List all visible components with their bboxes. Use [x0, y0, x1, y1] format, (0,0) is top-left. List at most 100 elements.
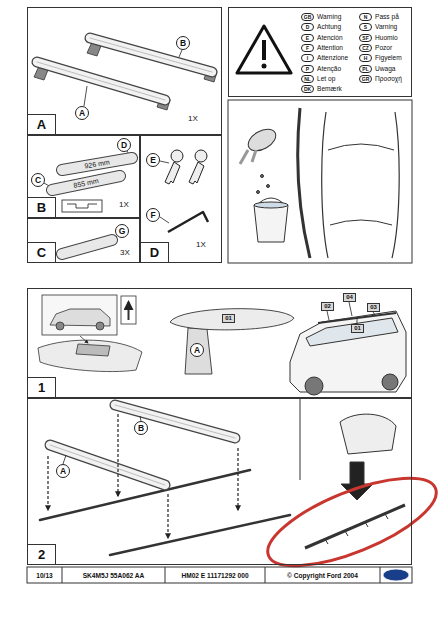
fixing-strip [52, 158, 132, 254]
callout-circle: E [146, 153, 160, 167]
warning-triangle [237, 26, 291, 73]
sticker-card [56, 322, 64, 330]
footer-cell: © Copyright Ford 2004 [287, 571, 358, 580]
callout-letter: D [121, 140, 127, 150]
cleaning-illustration [254, 202, 288, 208]
strip-profile [62, 200, 102, 212]
warning-word: Huomio [375, 33, 398, 43]
callout-circle: B [134, 421, 148, 435]
roof-bar [50, 405, 235, 485]
key [165, 150, 207, 184]
callout-letter: F [150, 210, 155, 220]
language-code: N [359, 13, 372, 21]
panel-letter: C [28, 242, 56, 262]
leader-line [44, 50, 182, 240]
car [305, 377, 323, 395]
instruction-panel: 101A02040301 [27, 288, 412, 398]
position-number: 01 [354, 325, 361, 332]
callout-circle: A [75, 106, 89, 120]
callout-circle: A [190, 343, 204, 357]
callout-circle: A [56, 464, 70, 478]
detail-inset [300, 399, 301, 480]
warning-word: Atención [317, 33, 343, 43]
warning-word: Attention [317, 43, 343, 53]
sticker-card [38, 295, 142, 372]
language-code: S [359, 23, 372, 31]
warning-word: Varning [375, 22, 397, 32]
warning-triangle [262, 64, 267, 69]
detail-inset [341, 462, 373, 500]
language-code: D [301, 23, 314, 31]
warning-word: Let op [317, 74, 335, 84]
sticker-card [121, 296, 136, 324]
sticker-card [42, 295, 117, 335]
language-code: NL [301, 75, 314, 83]
key [165, 162, 180, 184]
sticker-card [76, 344, 110, 356]
roof-bar-end [170, 309, 294, 330]
quantity-label: 3X [120, 248, 130, 258]
position-number: 02 [324, 303, 331, 310]
roof-bar [37, 38, 212, 100]
warning-word: Pozor [375, 43, 392, 53]
quantity-label: 1X [188, 114, 198, 124]
footer-table [62, 567, 380, 583]
warning-word: Bemærk [317, 84, 342, 94]
instruction-panel: C 3X G [27, 218, 140, 263]
leader-line [44, 50, 182, 240]
callout-letter: A [60, 466, 66, 476]
fixing-strip [52, 158, 132, 254]
language-code: CZ [359, 44, 372, 52]
roof-bar-end [170, 309, 294, 374]
callout-letter: C [35, 175, 41, 185]
strip-profile [62, 200, 102, 212]
position-number: 01 [225, 315, 232, 322]
sticker-card [38, 340, 142, 371]
position-number-box: 03 [367, 303, 380, 312]
cleaning-illustration [240, 150, 256, 164]
panel-letter: D [141, 242, 169, 262]
cleaning-illustration [254, 205, 288, 242]
fixing-strip [52, 158, 132, 254]
footer-table [27, 567, 412, 583]
fitting-arrow [237, 448, 238, 510]
callout-letter: E [150, 155, 156, 165]
cleaning-illustration [228, 100, 412, 263]
fitting-arrow [167, 494, 168, 538]
detail-inset [305, 505, 405, 548]
panel-letter: B [28, 197, 56, 217]
footer-cell: HM02 E 11171292 000 [181, 571, 248, 580]
detail-inset [300, 399, 405, 548]
warning-triangle [237, 26, 291, 73]
sticker-card [80, 336, 88, 343]
cleaning-illustration [228, 100, 412, 263]
position-number-box: 04 [343, 293, 356, 302]
warning-word: Προσοχή [375, 74, 402, 84]
language-code: F [301, 44, 314, 52]
footer-cell: SK4M5J 55A062 AA [83, 571, 145, 580]
language-code: P [301, 65, 314, 73]
leader-line [63, 416, 141, 464]
car [382, 374, 398, 390]
language-code: DK [301, 85, 314, 93]
position-number-box: 01 [351, 324, 364, 333]
callout-letter: G [119, 226, 126, 236]
detail-inset [325, 514, 388, 544]
language-code: I [301, 54, 314, 62]
cleaning-illustration [298, 108, 310, 258]
roof-bar [34, 38, 217, 110]
warning-word: Achtung [317, 22, 341, 32]
fitting-arrow [117, 414, 118, 496]
cleaning-illustration [245, 125, 280, 156]
instruction-panel: B1XDC [27, 135, 140, 218]
callout-circle: D [117, 138, 131, 152]
cleaning-illustration [322, 112, 399, 258]
callout-circle: F [146, 208, 160, 222]
callout-letter: B [180, 38, 186, 48]
language-code: H [359, 54, 372, 62]
callout-circle: G [115, 224, 129, 238]
key [171, 150, 183, 162]
warning-word: Pass på [375, 12, 399, 22]
cleaning-illustration [267, 185, 270, 188]
instruction-panel: D1XEF [140, 135, 222, 263]
